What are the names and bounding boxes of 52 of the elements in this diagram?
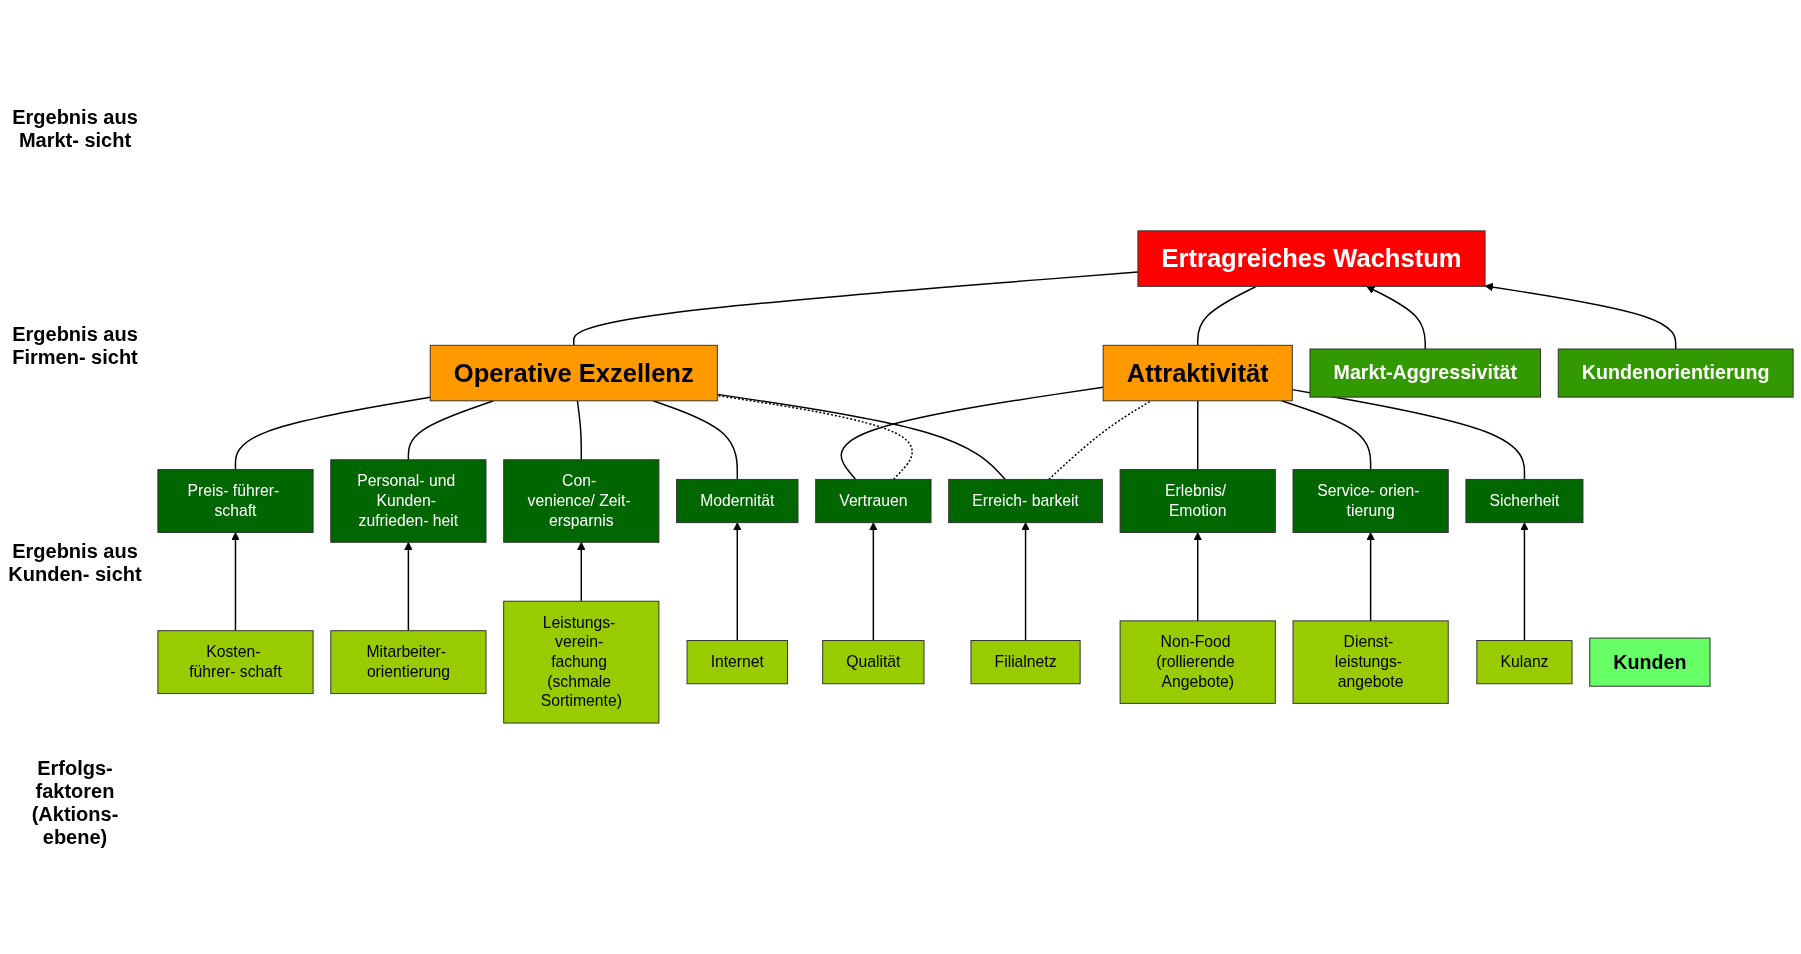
node-box: Kunden <box>1589 637 1711 687</box>
row-label: Ergebnis aus Firmen- sicht <box>11 322 139 369</box>
connector <box>840 386 1104 481</box>
connector <box>1280 400 1372 471</box>
row-label: Erfolgs- faktoren (Aktions- ebene) <box>30 756 120 849</box>
node-box: Con- venience/ Zeit- ersparnis <box>503 459 660 543</box>
node-box: Qualität <box>822 640 925 685</box>
arrow <box>404 541 413 632</box>
arrow <box>1520 522 1529 642</box>
arrow <box>1484 282 1677 350</box>
node-box: Filialnetz <box>970 640 1081 685</box>
node-box: Service- orien- tierung <box>1292 469 1449 533</box>
node-box: Operative Exzellenz <box>429 344 718 402</box>
node-box: Erreich- barkeit <box>948 478 1103 524</box>
node-box: Attraktivität <box>1102 344 1293 402</box>
arrow <box>1021 522 1030 642</box>
node-box: Internet <box>686 640 788 685</box>
arrow <box>576 541 586 602</box>
node-box: Ertragreiches Wachstum <box>1137 230 1486 287</box>
node-box: Leistungs- verein- fachung (schmale Sortimente) <box>503 600 660 724</box>
node-box: Personal- und Kunden- zufrieden- heit <box>330 459 487 543</box>
node-box: Non-Food (rollierende Angebote) <box>1119 620 1276 704</box>
connector <box>576 400 583 461</box>
arrow <box>1366 532 1375 622</box>
node-box: Erlebnis/ Emotion <box>1119 469 1276 533</box>
connector <box>407 400 495 461</box>
node-box: Kulanz <box>1476 640 1573 685</box>
node-box: Dienst- leistungs- angebote <box>1292 620 1449 704</box>
connector <box>234 396 431 471</box>
row-label: Ergebnis aus Markt- sicht <box>11 105 139 152</box>
connector <box>1291 388 1526 481</box>
node-box: Modernität <box>676 478 799 524</box>
node-box: Preis- führer- schaft <box>157 469 314 533</box>
connector <box>1197 285 1258 347</box>
arrow <box>1366 286 1426 350</box>
node-box: Sicherheit <box>1465 478 1584 524</box>
connector <box>652 400 739 481</box>
row-label: Ergebnis aus Kunden- sicht <box>7 539 143 586</box>
connector <box>1197 400 1199 471</box>
connector <box>573 271 1139 347</box>
node-box: Kosten- führer- schaft <box>157 630 314 695</box>
arrow <box>732 522 742 642</box>
connector <box>716 394 913 481</box>
arrow <box>1193 532 1203 622</box>
node-box: Kundenorientierung <box>1557 348 1794 398</box>
arrow <box>869 522 878 642</box>
connector <box>1048 400 1152 481</box>
connector <box>716 393 1007 481</box>
arrow <box>231 532 240 632</box>
node-box: Mitarbeiter- orientierung <box>330 630 487 695</box>
node-box: Markt-Aggressivität <box>1309 348 1542 398</box>
node-box: Vertrauen <box>815 478 932 524</box>
